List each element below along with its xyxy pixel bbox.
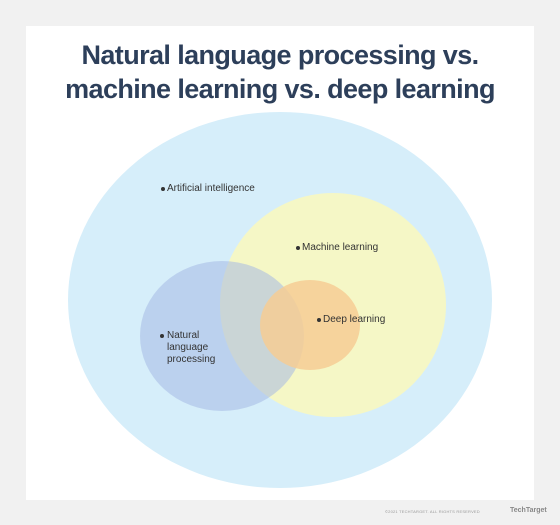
ml-label: Machine learning [302,242,379,253]
brand-logo-text: TechTarget [510,507,547,514]
nlp-label-line-1: Natural [167,330,200,341]
title-line-2: machine learning vs. deep learning [65,74,495,104]
diagram-title: Natural language processing vs. machine … [0,38,560,106]
ai-label-dot [161,187,165,191]
dl-label: Deep learning [323,314,386,325]
nlp-label-dot [160,334,164,338]
nlp-label-line-2: language [167,342,209,353]
nlp-label: Natural language processing [167,330,215,366]
title-line-1: Natural language processing vs. [81,40,479,70]
dl-label-dot [317,318,321,322]
nlp-label-line-3: processing [167,354,216,365]
nlp-circle [140,261,304,411]
dl-circle [260,280,360,370]
ai-label: Artificial intelligence [167,183,255,194]
copyright-credit: ©2021 TECHTARGET. ALL RIGHTS RESERVED [385,509,480,514]
ml-label-dot [296,246,300,250]
